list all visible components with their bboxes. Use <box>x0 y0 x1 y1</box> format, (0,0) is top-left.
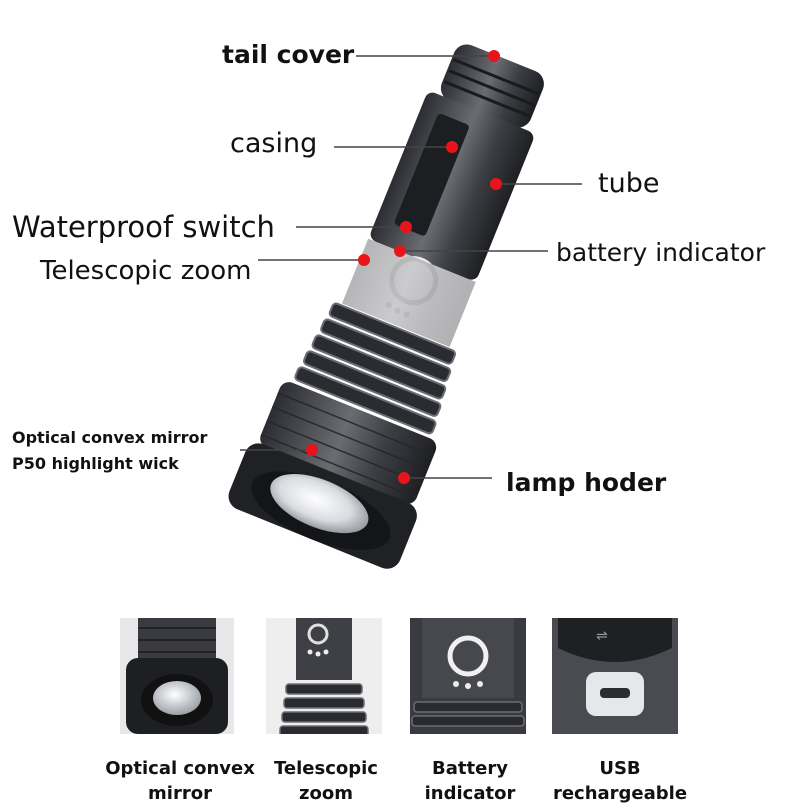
marker-lens <box>306 444 318 456</box>
thumb-optical-mirror <box>120 618 234 734</box>
flashlight-illustration <box>228 44 582 569</box>
marker-tube <box>490 178 502 190</box>
thumb-telescopic-zoom <box>266 618 382 734</box>
label-tube: tube <box>598 168 660 199</box>
convex-lens <box>270 474 369 534</box>
marker-switch <box>400 221 412 233</box>
cooling-fins <box>294 302 457 435</box>
marker-zoom <box>358 254 370 266</box>
casing-body <box>370 92 534 280</box>
caption-optical-mirror: Optical convex mirror <box>105 758 255 804</box>
label-tail-cover: tail cover <box>222 40 355 69</box>
marker-casing <box>446 141 458 153</box>
knurled-head <box>260 382 437 504</box>
label-casing: casing <box>230 128 318 159</box>
label-wick: P50 highlight wick <box>12 454 179 473</box>
caption-battery-indicator: Battery indicator <box>424 758 516 804</box>
label-telescopic-zoom: Telescopic zoom <box>40 256 252 286</box>
label-lamp-holder: lamp hoder <box>506 468 667 497</box>
thumb-usb-rechargeable: ⇌ <box>552 618 678 734</box>
label-optical-mirror: Optical convex mirror <box>12 428 208 447</box>
label-waterproof-switch: Waterproof switch <box>12 210 275 244</box>
marker-battery <box>394 245 406 257</box>
caption-usb-rechargeable: USB rechargeable <box>552 758 688 804</box>
thumb-battery-indicator <box>410 618 526 734</box>
caption-telescopic-zoom: Telescopic zoom <box>274 758 378 804</box>
svg-text:⇌: ⇌ <box>596 628 608 644</box>
label-battery-indicator: battery indicator <box>556 238 766 267</box>
marker-lamp-holder <box>398 472 410 484</box>
marker-tail-cover <box>488 50 500 62</box>
